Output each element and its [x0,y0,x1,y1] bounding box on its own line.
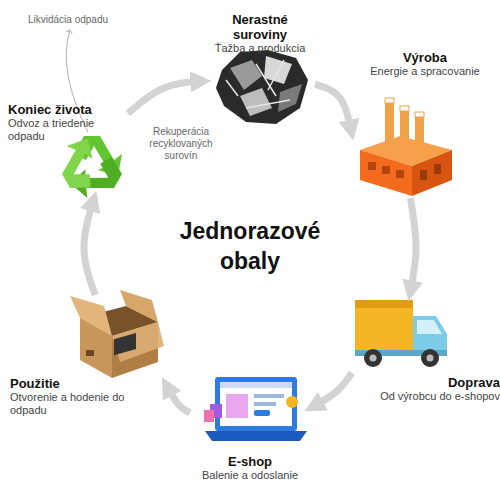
stage-node: DopravaOd výrobcu do e-shopov [352,295,500,403]
diagram-title: Jednorazové obaly [150,216,350,276]
stage-node: PoužitieOtvorenie a hodenie do odpadu [10,295,165,417]
flow-arrow [310,373,352,409]
flow-arrow [315,84,352,134]
stage-heading: Použitie [10,376,60,391]
stage-heading: E-shop [228,454,272,469]
flow-arrow [165,383,190,413]
stage-node: E-shopBalenie a odoslanie [190,372,310,482]
stage-heading: Koniec života [8,102,92,117]
stage-heading: Nerastné suroviny [205,12,315,42]
flow-arrow [410,198,416,295]
laptop-icon [204,377,307,441]
note-label: Likvidácia odpadu [18,14,118,26]
stage-node: VýrobaEnergie a spracovanie [352,50,498,198]
edge-label: Rekuperácia recyklovaných surovín [145,126,217,162]
stage-description: Od výrobcu do e-shopov [380,390,500,403]
recycle-icon [51,135,127,207]
box-icon [70,290,164,378]
stage-heading: Výroba [403,50,447,65]
stage-node: Nerastné surovinyŤažba a produkcia [205,12,315,127]
stage-heading: Doprava [448,375,500,390]
stage-node: Koniec životaOdvoz a triedenie odpadu [8,102,128,197]
flow-arrow [84,197,95,295]
stage-description: Ťažba a produkcia [215,42,306,55]
stage-description: Otvorenie a hodenie do odpadu [10,391,132,417]
stage-description: Energie a spracovanie [370,65,479,78]
truck-icon [355,300,447,367]
stage-description: Odvoz a triedenie odpadu [8,117,110,143]
flow-arrow [128,81,205,113]
stage-description: Balenie a odoslanie [202,469,298,482]
raw-material-icon [216,50,308,124]
factory-icon [360,98,452,196]
